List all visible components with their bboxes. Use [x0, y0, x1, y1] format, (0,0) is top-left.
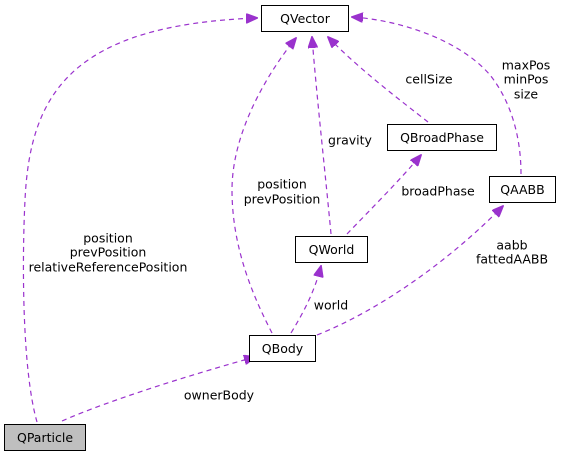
node-qparticle[interactable]: QParticle — [4, 424, 86, 451]
edge-label: cellSize — [405, 72, 452, 87]
node-box[interactable] — [249, 335, 316, 362]
node-qaabb[interactable]: QAABB — [489, 176, 556, 203]
edge-label: broadPhase — [401, 184, 475, 199]
edge-line — [290, 266, 321, 334]
edge-line — [328, 37, 429, 123]
edge-label: size — [514, 87, 539, 102]
node-label: QBody — [262, 341, 304, 356]
edge-label: minPos — [504, 72, 549, 87]
edge-label: position — [257, 177, 307, 192]
edge-label: gravity — [328, 133, 373, 148]
edge-label: prevPosition — [244, 192, 321, 207]
node-label: QParticle — [17, 430, 73, 445]
node-qworld[interactable]: QWorld — [295, 236, 368, 263]
edge-qparticle-to-qbody: ownerBody — [61, 357, 255, 422]
node-label: QBroadPhase — [400, 130, 484, 145]
node-box[interactable] — [261, 5, 349, 32]
edge-label: prevPosition — [70, 245, 147, 260]
edge-line — [346, 155, 421, 235]
node-box[interactable] — [489, 176, 556, 203]
edge-line — [352, 17, 522, 175]
node-qbroadphase[interactable]: QBroadPhase — [387, 124, 497, 151]
edge-qworld-to-qvector: gravity — [312, 37, 373, 235]
edge-qworld-to-qbroadphase: broadPhase — [346, 155, 475, 235]
edge-qbody-to-qworld: world — [290, 266, 348, 334]
node-box[interactable] — [387, 124, 497, 151]
edge-line — [61, 357, 255, 422]
node-label: QWorld — [309, 242, 355, 257]
node-qbody[interactable]: QBody — [249, 335, 316, 362]
edge-label: aabb — [496, 238, 527, 253]
node-label: QVector — [280, 11, 331, 26]
node-box[interactable] — [4, 424, 86, 451]
edge-label: ownerBody — [184, 388, 255, 403]
node-qvector[interactable]: QVector — [261, 5, 349, 32]
edge-label: relativeReferencePosition — [29, 260, 188, 275]
node-box[interactable] — [295, 236, 368, 263]
edge-line — [231, 38, 296, 334]
edge-label: fattedAABB — [476, 252, 548, 267]
edge-line — [312, 37, 332, 235]
edges-layer: positionprevPositionrelativeReferencePos… — [22, 17, 551, 423]
edge-qbroadphase-to-qvector: cellSize — [328, 37, 453, 123]
edge-label: world — [314, 298, 348, 313]
edge-line — [316, 206, 503, 336]
edge-qparticle-to-qvector: positionprevPositionrelativeReferencePos… — [22, 18, 257, 423]
edge-line — [22, 18, 257, 423]
node-label: QAABB — [500, 182, 544, 197]
edge-label: maxPos — [502, 58, 551, 73]
edge-label: position — [83, 231, 133, 246]
